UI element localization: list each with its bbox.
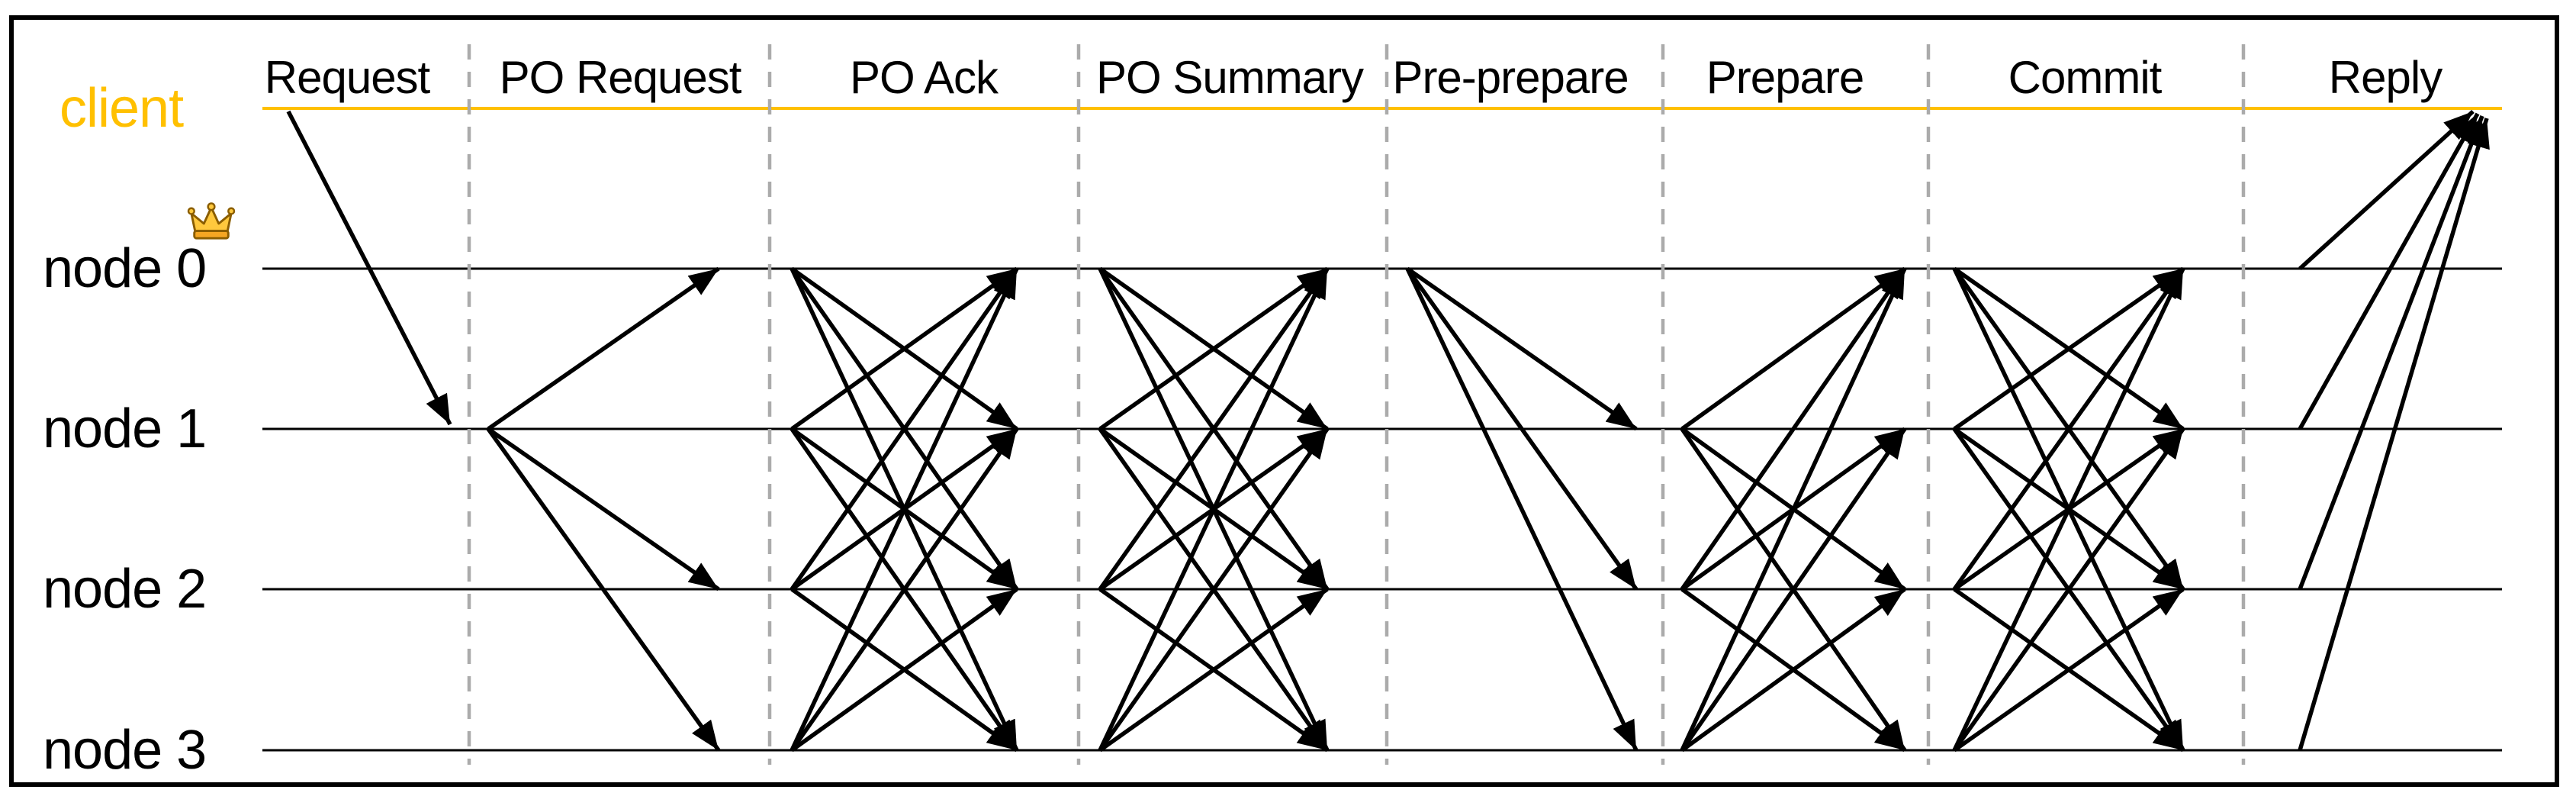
message-arrow-commit-node1-to-node0 [1953, 266, 2185, 431]
message-arrow-po_summary-node1-to-node0 [1098, 266, 1329, 431]
message-arrow-prepare-node3-to-node2 [1680, 587, 1906, 753]
message-arrow-request-client-to-node1 [286, 110, 452, 426]
message-arrow-po_request-node1-to-node3 [486, 427, 721, 752]
message-arrow-po_ack-node3-to-node2 [790, 587, 1018, 753]
message-arrow-prepare-node3-to-node0 [1680, 267, 1907, 752]
message-arrow-commit-node3-to-node1 [1952, 427, 2185, 752]
phase-label-request: Request [264, 52, 430, 103]
phase-label-pre_prepare: Pre-prepare [1392, 52, 1629, 103]
message-arrow-po_ack-node3-to-node1 [790, 427, 1019, 752]
message-arrow-commit-node3-to-node0 [1952, 267, 2185, 752]
lane-label-node2: node 2 [43, 559, 207, 620]
message-arrow-reply-node2-to-client [2298, 115, 2484, 590]
message-arrow-pre_prepare-node0-to-node1 [1406, 266, 1638, 431]
diagram-border [9, 15, 2559, 787]
message-arrow-po_ack-node2-to-node0 [790, 267, 1019, 591]
lane-label-client: client [59, 78, 184, 139]
phase-label-commit: Commit [2008, 52, 2163, 103]
message-arrow-commit-node3-to-node2 [1953, 587, 2185, 753]
phase-label-reply: Reply [2328, 52, 2443, 103]
lane-label-node3: node 3 [43, 720, 207, 781]
crown-icon [187, 202, 236, 240]
message-arrow-po_summary-node3-to-node0 [1098, 267, 1330, 752]
message-arrow-po_request-node1-to-node2 [487, 427, 720, 591]
message-arrow-po_request-node1-to-node0 [487, 266, 720, 431]
message-arrow-reply-node3-to-client [2298, 118, 2490, 751]
phase-label-po_request: PO Request [499, 52, 742, 103]
lane-label-node0: node 0 [43, 238, 207, 299]
message-arrow-pre_prepare-node0-to-node3 [1405, 267, 1639, 752]
lane-label-node1: node 1 [43, 398, 207, 459]
phase-label-po_summary: PO Summary [1095, 52, 1364, 103]
message-arrow-commit-node2-to-node0 [1952, 267, 2185, 591]
message-arrow-reply-node1-to-client [2298, 112, 2480, 430]
message-arrow-po_ack-node1-to-node0 [790, 266, 1018, 431]
phase-label-prepare: Prepare [1706, 52, 1864, 103]
message-arrow-reply-node0-to-client [2298, 109, 2475, 271]
message-arrow-pre_prepare-node0-to-node2 [1405, 267, 1639, 591]
message-arrow-prepare-node3-to-node1 [1680, 427, 1907, 752]
message-arrow-po_summary-node3-to-node2 [1098, 587, 1329, 753]
message-arrow-po_summary-node2-to-node0 [1098, 267, 1330, 591]
message-arrow-prepare-node2-to-node0 [1680, 267, 1907, 591]
message-arrow-prepare-node1-to-node0 [1680, 266, 1906, 431]
message-arrow-po_summary-node3-to-node1 [1098, 427, 1330, 752]
phase-label-po_ack: PO Ack [849, 52, 999, 103]
message-arrow-po_ack-node3-to-node0 [790, 267, 1019, 752]
